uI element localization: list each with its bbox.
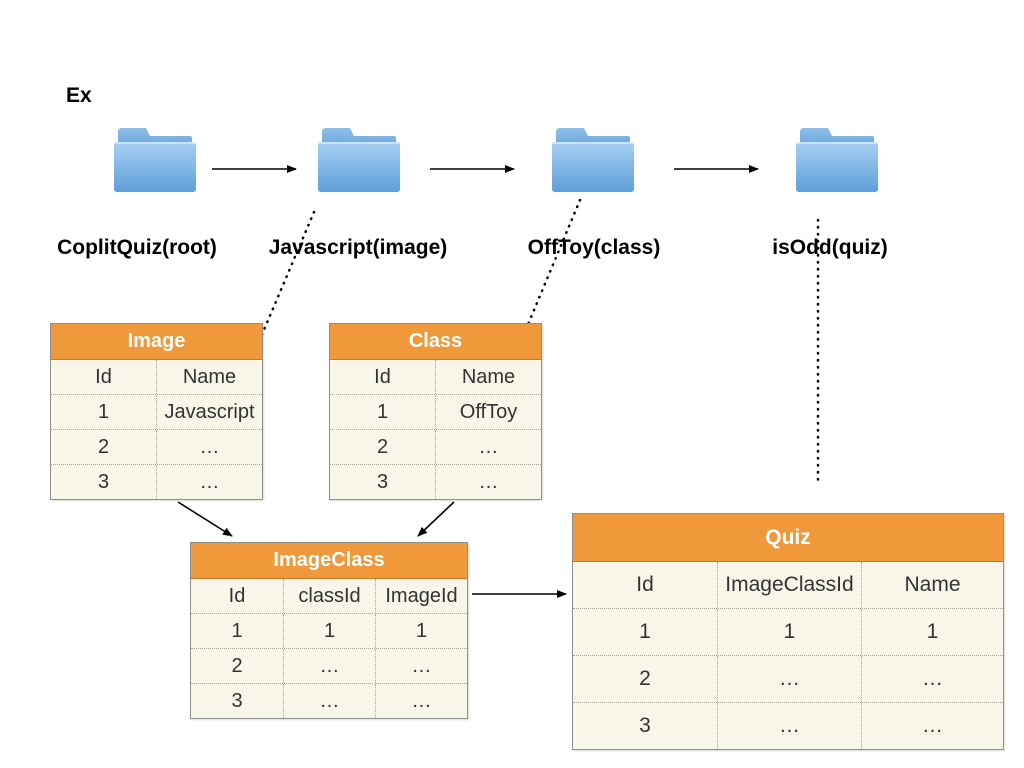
example-heading: Ex [66,84,92,107]
table-cell: … [156,465,262,499]
node-label-class: OffToy(class) [527,236,661,259]
table-header-row: Id Name [330,360,541,394]
column-header: Id [636,573,654,596]
table-header-row: Id Name [51,360,262,394]
column-header: ImageClassId [717,562,861,608]
table-cell: … [435,465,541,499]
arrow-class-to-imageclass [417,501,455,537]
table-row: 2… [330,429,541,464]
table-cell: … [156,430,262,464]
table-cell: OffToy [435,395,541,429]
table-row: 3… [330,464,541,499]
table-cell: … [717,703,861,749]
table-title: Class [330,324,541,360]
node-label-image: Javascript(image) [268,236,448,259]
node-label-root: CoplitQuiz(root) [57,236,217,259]
table-cell: 1 [717,609,861,655]
table-cell: … [283,684,375,718]
table-cell: 1 [283,614,375,648]
table-cell: 2 [639,667,651,690]
table-row: 2 …… [191,648,467,683]
column-header: Id [374,365,391,388]
table-cell: Javascript [156,395,262,429]
column-header: ImageId [375,579,467,613]
table-cell: 1 [231,619,243,642]
column-header: Name [435,360,541,394]
column-header: Id [95,365,112,388]
dotted-link-image [256,210,316,346]
folder-icon-root [112,126,198,194]
column-header: Name [861,562,1003,608]
table-cell: 1 [375,614,467,648]
column-header: Name [156,360,262,394]
table-row: 2… [51,429,262,464]
table-cell: 3 [639,714,651,737]
table-cell: … [375,649,467,683]
table-cell: 1 [376,400,389,423]
table-cell: 3 [376,470,389,493]
column-header: classId [283,579,375,613]
table-cell: 3 [97,470,110,493]
folder-icon-class [550,126,636,194]
table-cell: 1 [97,400,110,423]
table-cell: 1 [639,620,651,643]
table-cell: … [435,430,541,464]
table-row: 1 Javascript [51,394,262,429]
table-cell: … [861,703,1003,749]
table-cell: 3 [231,689,243,712]
folder-icon-image [316,126,402,194]
folder-icon-quiz [794,126,880,194]
dotted-link-class [522,198,582,336]
table-cell: … [375,684,467,718]
table-row: 3 …… [573,702,1003,749]
table-cell: … [283,649,375,683]
node-label-quiz: isOdd(quiz) [772,236,888,259]
table-cell: 2 [376,435,389,458]
table-row: 3… [51,464,262,499]
column-header: Id [228,584,246,607]
table-cell: 2 [231,654,243,677]
table-cell: 1 [861,609,1003,655]
table-title: Quiz [573,514,1003,562]
table-title: ImageClass [191,543,467,579]
arrow-image-to-imageclass [177,501,233,537]
table-cell: … [861,656,1003,702]
table-row: 1 OffToy [330,394,541,429]
table-title: Image [51,324,262,360]
table-row: 2 …… [573,655,1003,702]
table-cell: … [717,656,861,702]
table-cell: 2 [97,435,110,458]
table-row: 3 …… [191,683,467,718]
